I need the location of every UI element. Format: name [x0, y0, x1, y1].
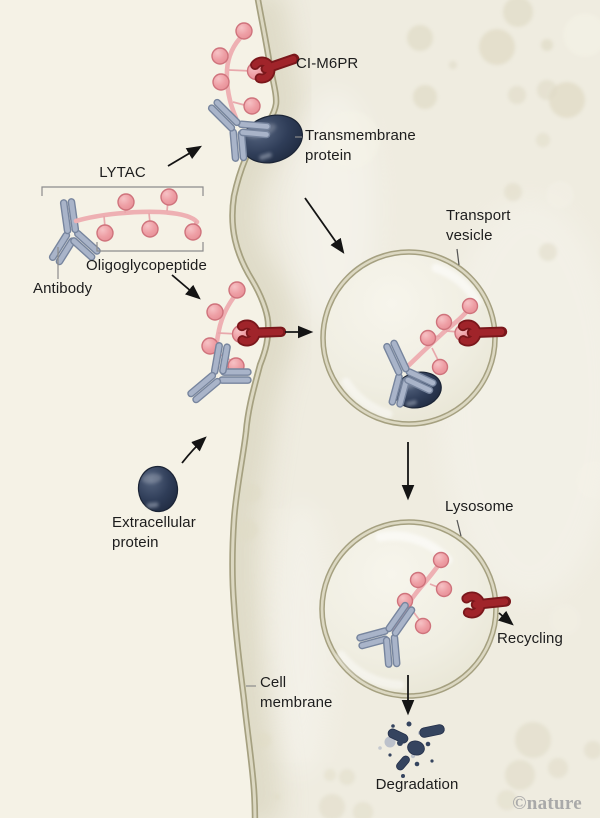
label-cell-membrane: Cell membrane	[260, 674, 333, 711]
membrane-complex-top	[192, 22, 303, 169]
label-transmembrane-protein: Transmembrane protein	[305, 127, 416, 164]
transport-vesicle	[320, 249, 502, 427]
extracellular-protein	[137, 465, 179, 513]
label-lysosome: Lysosome	[445, 498, 514, 515]
label-transport-vesicle: Transport vesicle	[446, 207, 511, 244]
arrow-recycling	[498, 610, 514, 626]
leader-transport-vesicle	[456, 248, 460, 266]
arrow-legend-to-membrane	[171, 274, 201, 300]
label-oligoglycopeptide: Oligoglycopeptide	[86, 257, 207, 274]
label-lytac: LYTAC	[99, 164, 146, 181]
flow-arrows	[167, 145, 514, 716]
lytac-bracket	[41, 186, 204, 252]
antibody	[173, 335, 259, 420]
leader-lysosome	[456, 519, 462, 537]
lytac-legend	[39, 186, 204, 268]
arrow-to-top-complex	[167, 145, 203, 167]
label-ci-m6pr: CI-M6PR	[296, 55, 359, 72]
label-antibody: Antibody	[33, 280, 93, 297]
arrow-top-to-vesicle	[304, 197, 345, 254]
oligoglycopeptide-strand	[73, 188, 202, 242]
membrane-complex-docking	[173, 281, 281, 420]
arrow-protein-to-antibody	[181, 436, 207, 464]
label-extracellular-protein: Extracellular protein	[112, 514, 196, 551]
leader-lines	[57, 136, 462, 687]
lysosome-vesicle	[319, 519, 507, 699]
nature-watermark: ©nature	[512, 793, 582, 814]
degradation-fragments	[378, 721, 445, 778]
cytoplasm-bubbles	[238, 0, 600, 818]
cell-membrane	[229, 0, 280, 818]
glyco-ball	[96, 188, 202, 242]
label-recycling: Recycling	[497, 630, 563, 647]
label-degradation: Degradation	[375, 776, 459, 793]
